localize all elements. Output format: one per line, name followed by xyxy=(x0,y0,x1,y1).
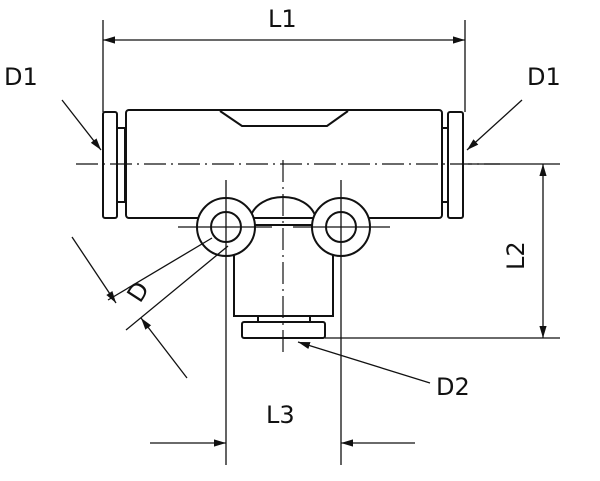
label-d2: D2 xyxy=(436,373,470,401)
label-d1-left: D1 xyxy=(4,63,38,91)
label-d1-right: D1 xyxy=(527,63,561,91)
extension-lines xyxy=(102,20,560,465)
dimension-lines xyxy=(61,36,547,447)
label-l1: L1 xyxy=(268,5,297,33)
label-d: D xyxy=(122,277,156,308)
label-l3: L3 xyxy=(266,401,295,429)
label-l2: L2 xyxy=(502,241,530,270)
